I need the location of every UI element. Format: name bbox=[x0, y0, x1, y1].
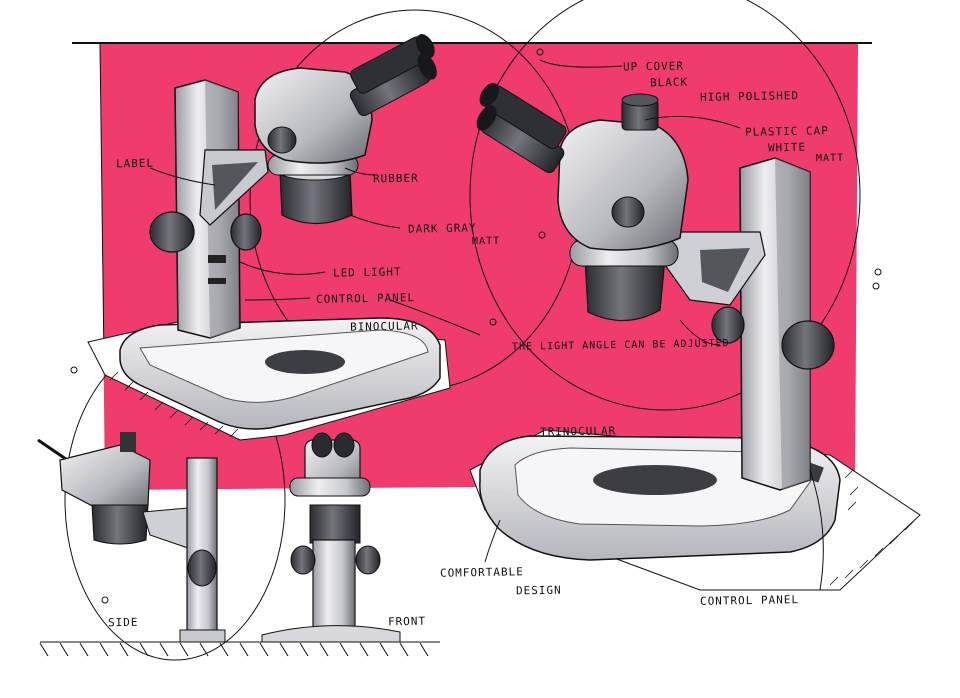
annotation-matt-right: MATT bbox=[815, 152, 845, 165]
annotation-side: SIDE bbox=[107, 615, 139, 630]
binocular-microscope bbox=[87, 34, 451, 441]
annotation-up-cover: UP COVER bbox=[622, 59, 685, 74]
leader-lines bbox=[149, 59, 824, 591]
annotation-binocular: BINOCULAR bbox=[349, 319, 419, 334]
ground-line bbox=[39, 641, 440, 657]
annotation-dark-gray: DARK GRAY bbox=[407, 221, 477, 236]
annotation-control-panel-right: CONTROL PANEL bbox=[699, 593, 800, 608]
annotation-plastic-cap: PLASTIC CAP bbox=[744, 124, 829, 139]
annotation-label: LABEL bbox=[115, 156, 155, 171]
annotation-front: FRONT bbox=[387, 614, 427, 629]
annotation-white: WHITE bbox=[767, 140, 807, 155]
annotation-comfortable: COMFORTABLE bbox=[439, 565, 524, 580]
front-view-microscope bbox=[261, 432, 401, 643]
trinocular-microscope bbox=[469, 83, 921, 591]
annotation-led-light: LED LIGHT bbox=[332, 265, 402, 280]
side-view-microscope bbox=[37, 432, 226, 643]
annotation-design: DESIGN bbox=[515, 583, 562, 598]
annotation-black: BLACK bbox=[649, 75, 689, 90]
annotation-control-panel-left: CONTROL PANEL bbox=[315, 291, 416, 306]
annotation-trinocular: TRINOCULAR bbox=[539, 424, 617, 439]
annotation-high-polished: HIGH POLISHED bbox=[699, 89, 800, 104]
annotation-matt-left: MATT bbox=[471, 235, 501, 248]
annotation-rubber: RUBBER bbox=[372, 171, 419, 186]
